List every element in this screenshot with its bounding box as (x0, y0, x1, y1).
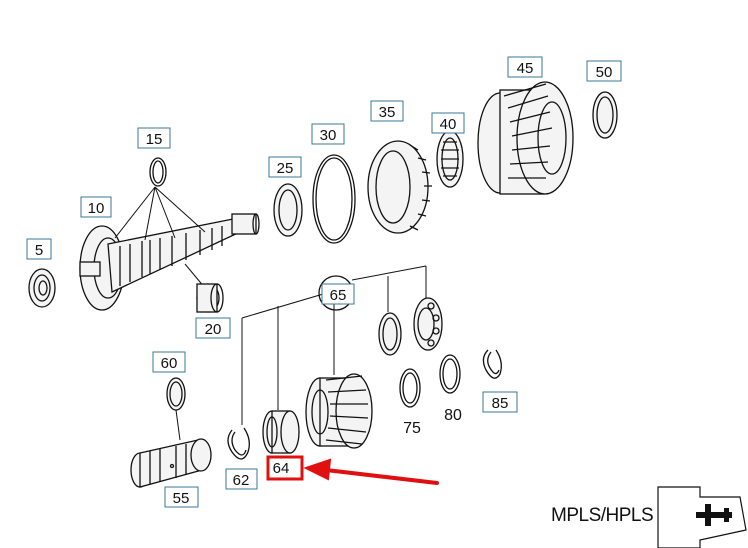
part-15-ring (114, 157, 206, 241)
part-50-ring (592, 91, 618, 139)
label-15: 15 (137, 127, 171, 149)
label-20: 20 (195, 317, 231, 339)
label-35-text: 35 (379, 104, 396, 121)
label-85: 85 (482, 391, 518, 413)
part-60-ring (166, 377, 186, 441)
part-20-needle-bearing (184, 263, 224, 313)
part-25-washer (273, 183, 303, 237)
label-20-text: 20 (205, 321, 222, 338)
label-75: 75 (403, 420, 421, 437)
part-35-synchro-ring (367, 140, 432, 234)
label-10: 10 (80, 196, 112, 218)
label-55-text: 55 (173, 490, 190, 507)
label-64-highlighted: 64 (266, 455, 304, 481)
part-45-gear (477, 81, 574, 195)
part-80-ring (439, 354, 461, 394)
label-60-text: 60 (161, 355, 178, 372)
part-40-thrust-bearing (436, 130, 464, 188)
part-sliding-sleeve (305, 373, 373, 449)
label-62-text: 62 (233, 472, 250, 489)
label-10-text: 10 (88, 200, 105, 217)
label-40-text: 40 (440, 116, 457, 133)
model-label: MPLS/HPLS (551, 505, 654, 526)
label-15-text: 15 (146, 131, 163, 148)
part-62-snap-ring (227, 427, 250, 460)
label-64-text: 64 (273, 460, 290, 477)
label-5: 5 (26, 238, 52, 260)
label-55: 55 (164, 486, 199, 508)
label-25: 25 (268, 156, 302, 178)
label-62: 62 (225, 468, 258, 490)
label-45: 45 (507, 56, 543, 78)
label-45-text: 45 (517, 60, 534, 77)
label-60: 60 (152, 351, 186, 373)
part-65-ball-bearing (413, 297, 443, 351)
label-5-text: 5 (35, 242, 43, 259)
part-64-bushing (262, 410, 300, 454)
label-25-text: 25 (277, 160, 294, 177)
label-35: 35 (370, 100, 404, 122)
part-75-ring (399, 368, 421, 408)
highlight-arrow (303, 458, 439, 485)
label-50: 50 (586, 60, 622, 82)
label-40: 40 (431, 112, 465, 134)
label-80: 80 (444, 407, 462, 424)
part-55-shaft (130, 438, 212, 488)
gearbox-thumbnail (657, 486, 747, 548)
part-5-bearing (28, 268, 56, 308)
part-10-main-shaft (79, 213, 260, 311)
label-50-text: 50 (596, 64, 613, 81)
label-85-text: 85 (492, 395, 509, 412)
label-30: 30 (311, 123, 345, 145)
label-30-text: 30 (320, 127, 337, 144)
part-85-circlip (482, 349, 502, 379)
label-65-text: 65 (330, 287, 347, 304)
label-65: 65 (321, 283, 355, 305)
part-30-snap-ring (312, 154, 356, 244)
part-65-ring (378, 312, 402, 356)
